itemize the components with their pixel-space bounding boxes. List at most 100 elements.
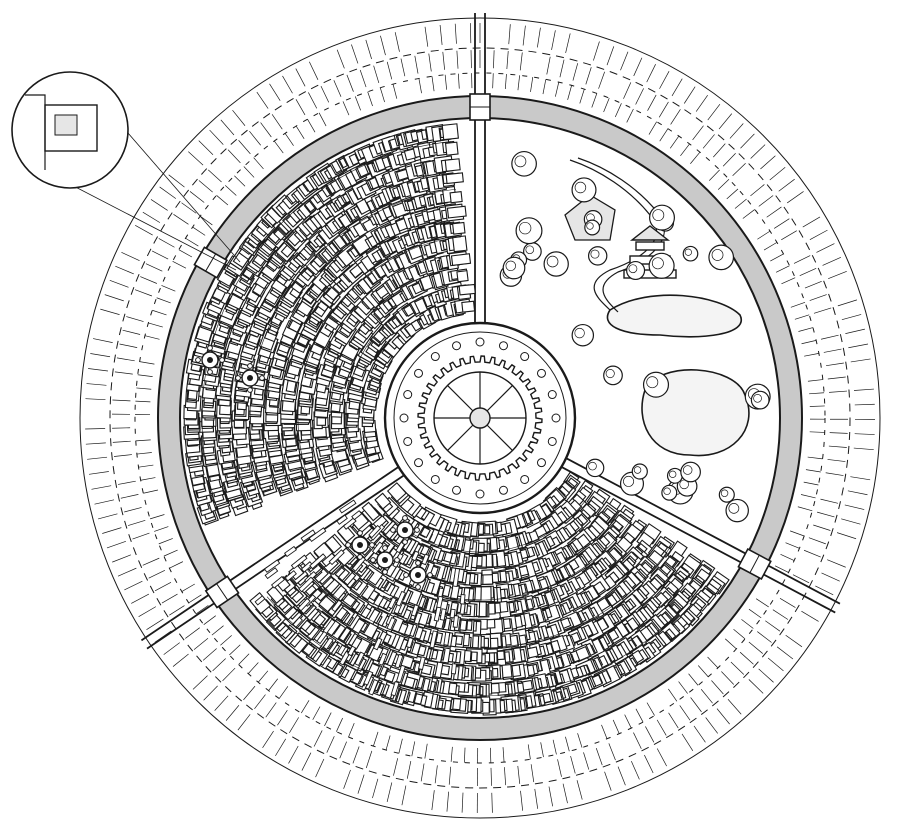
- terrace-tick: [517, 765, 521, 784]
- terrace-tick: [143, 489, 159, 494]
- terrace-tick: [679, 705, 691, 721]
- terrace-tick: [598, 71, 605, 89]
- terrace-tick: [847, 490, 868, 496]
- terrace-tick: [631, 760, 640, 780]
- well-seat: [247, 363, 253, 369]
- terrace-tick: [145, 263, 163, 272]
- terrace-tick: [836, 532, 857, 540]
- terrace-tick: [139, 361, 155, 365]
- terrace-tick: [112, 399, 131, 402]
- terrace-tick: [400, 58, 406, 77]
- terrace-tick: [491, 792, 493, 813]
- terrace-tick: [658, 101, 669, 118]
- terrace-tick: [708, 169, 720, 181]
- terrace-tick: [820, 334, 839, 340]
- terrace-tick: [697, 665, 709, 678]
- terrace-tick: [671, 78, 683, 97]
- terrace-tick: [138, 606, 157, 617]
- terrace-tick: [555, 82, 560, 97]
- terrace-tick: [122, 329, 141, 335]
- terrace-tick: [88, 368, 109, 372]
- building: [452, 235, 468, 253]
- terrace-tick: [152, 309, 167, 316]
- terrace-tick: [827, 559, 846, 568]
- terrace-tick: [121, 251, 140, 262]
- terrace-tick: [442, 51, 445, 70]
- terrace-tick: [91, 485, 112, 490]
- terrace-tick: [289, 717, 299, 733]
- terrace-tick: [275, 738, 287, 757]
- terrace-tick: [804, 281, 822, 289]
- terrace-tick: [633, 57, 643, 77]
- gatehouse-line: [205, 253, 217, 272]
- terrace-tick: [612, 719, 620, 734]
- terrace-tick: [373, 731, 379, 747]
- terrace-tick: [809, 294, 827, 301]
- terrace-tick: [809, 405, 825, 407]
- terrace-tick: [802, 216, 821, 228]
- terrace-tick: [203, 685, 218, 701]
- district-residential-north-west: [183, 123, 476, 526]
- terrace-tick: [112, 440, 131, 443]
- terrace-tick: [295, 68, 306, 87]
- terrace-tick: [284, 133, 294, 146]
- terrace-tick: [308, 92, 318, 109]
- hub-disc: [414, 458, 424, 468]
- well-center: [415, 572, 421, 578]
- terrace-tick: [506, 51, 509, 70]
- building: [458, 283, 476, 296]
- terrace-tick: [799, 268, 817, 276]
- terrace-tick: [169, 605, 185, 616]
- terrace-tick: [801, 340, 817, 345]
- gatehouse-icon: [737, 547, 772, 581]
- terrace-tick: [579, 89, 585, 104]
- building: [450, 253, 472, 267]
- building: [441, 123, 459, 141]
- terrace-tick: [591, 93, 598, 108]
- terrace-tick: [604, 771, 612, 791]
- terrace-tick: [137, 374, 153, 377]
- terrace-tick: [357, 774, 365, 794]
- terrace-tick: [178, 249, 193, 258]
- terrace-tick: [809, 392, 825, 395]
- terrace-tick: [557, 759, 562, 777]
- terrace-tick: [454, 23, 457, 44]
- terrace-tick: [216, 195, 229, 206]
- well-seat: [394, 557, 400, 563]
- terrace-tick: [794, 314, 810, 320]
- terrace-tick: [309, 61, 319, 80]
- terrace-tick: [185, 627, 200, 639]
- terrace-tick: [781, 230, 797, 241]
- tree-icon: [718, 486, 735, 503]
- tree-icon: [511, 150, 537, 177]
- terrace-tick: [803, 549, 821, 558]
- terrace-tick: [127, 519, 146, 526]
- terrace-tick: [772, 609, 789, 620]
- terrace-tick: [265, 702, 277, 718]
- terrace-tick: [741, 619, 754, 629]
- terrace-tick: [733, 628, 746, 640]
- terrace-tick: [172, 261, 187, 269]
- terrace-tick: [646, 64, 656, 83]
- terrace-tick: [380, 35, 386, 56]
- terrace-tick: [135, 400, 151, 403]
- terrace-tick: [85, 428, 106, 430]
- gatehouses: [193, 93, 772, 609]
- terrace-tick: [247, 662, 259, 674]
- terrace-tick: [104, 294, 124, 302]
- terrace-tick: [85, 398, 106, 401]
- terrace-tick: [320, 85, 330, 103]
- terrace-tick: [192, 675, 208, 690]
- terrace-tick: [394, 32, 400, 52]
- terrace-tick: [98, 513, 118, 520]
- terrace-tick: [117, 567, 137, 577]
- terrace-tick: [163, 549, 178, 557]
- terrace-tick: [504, 767, 507, 786]
- terrace-tick: [85, 442, 106, 445]
- terrace-tick: [700, 689, 713, 704]
- terrace-tick: [181, 583, 195, 592]
- terrace-tick: [222, 667, 236, 682]
- terrace-tick: [100, 308, 120, 315]
- terrace-tick: [850, 358, 871, 363]
